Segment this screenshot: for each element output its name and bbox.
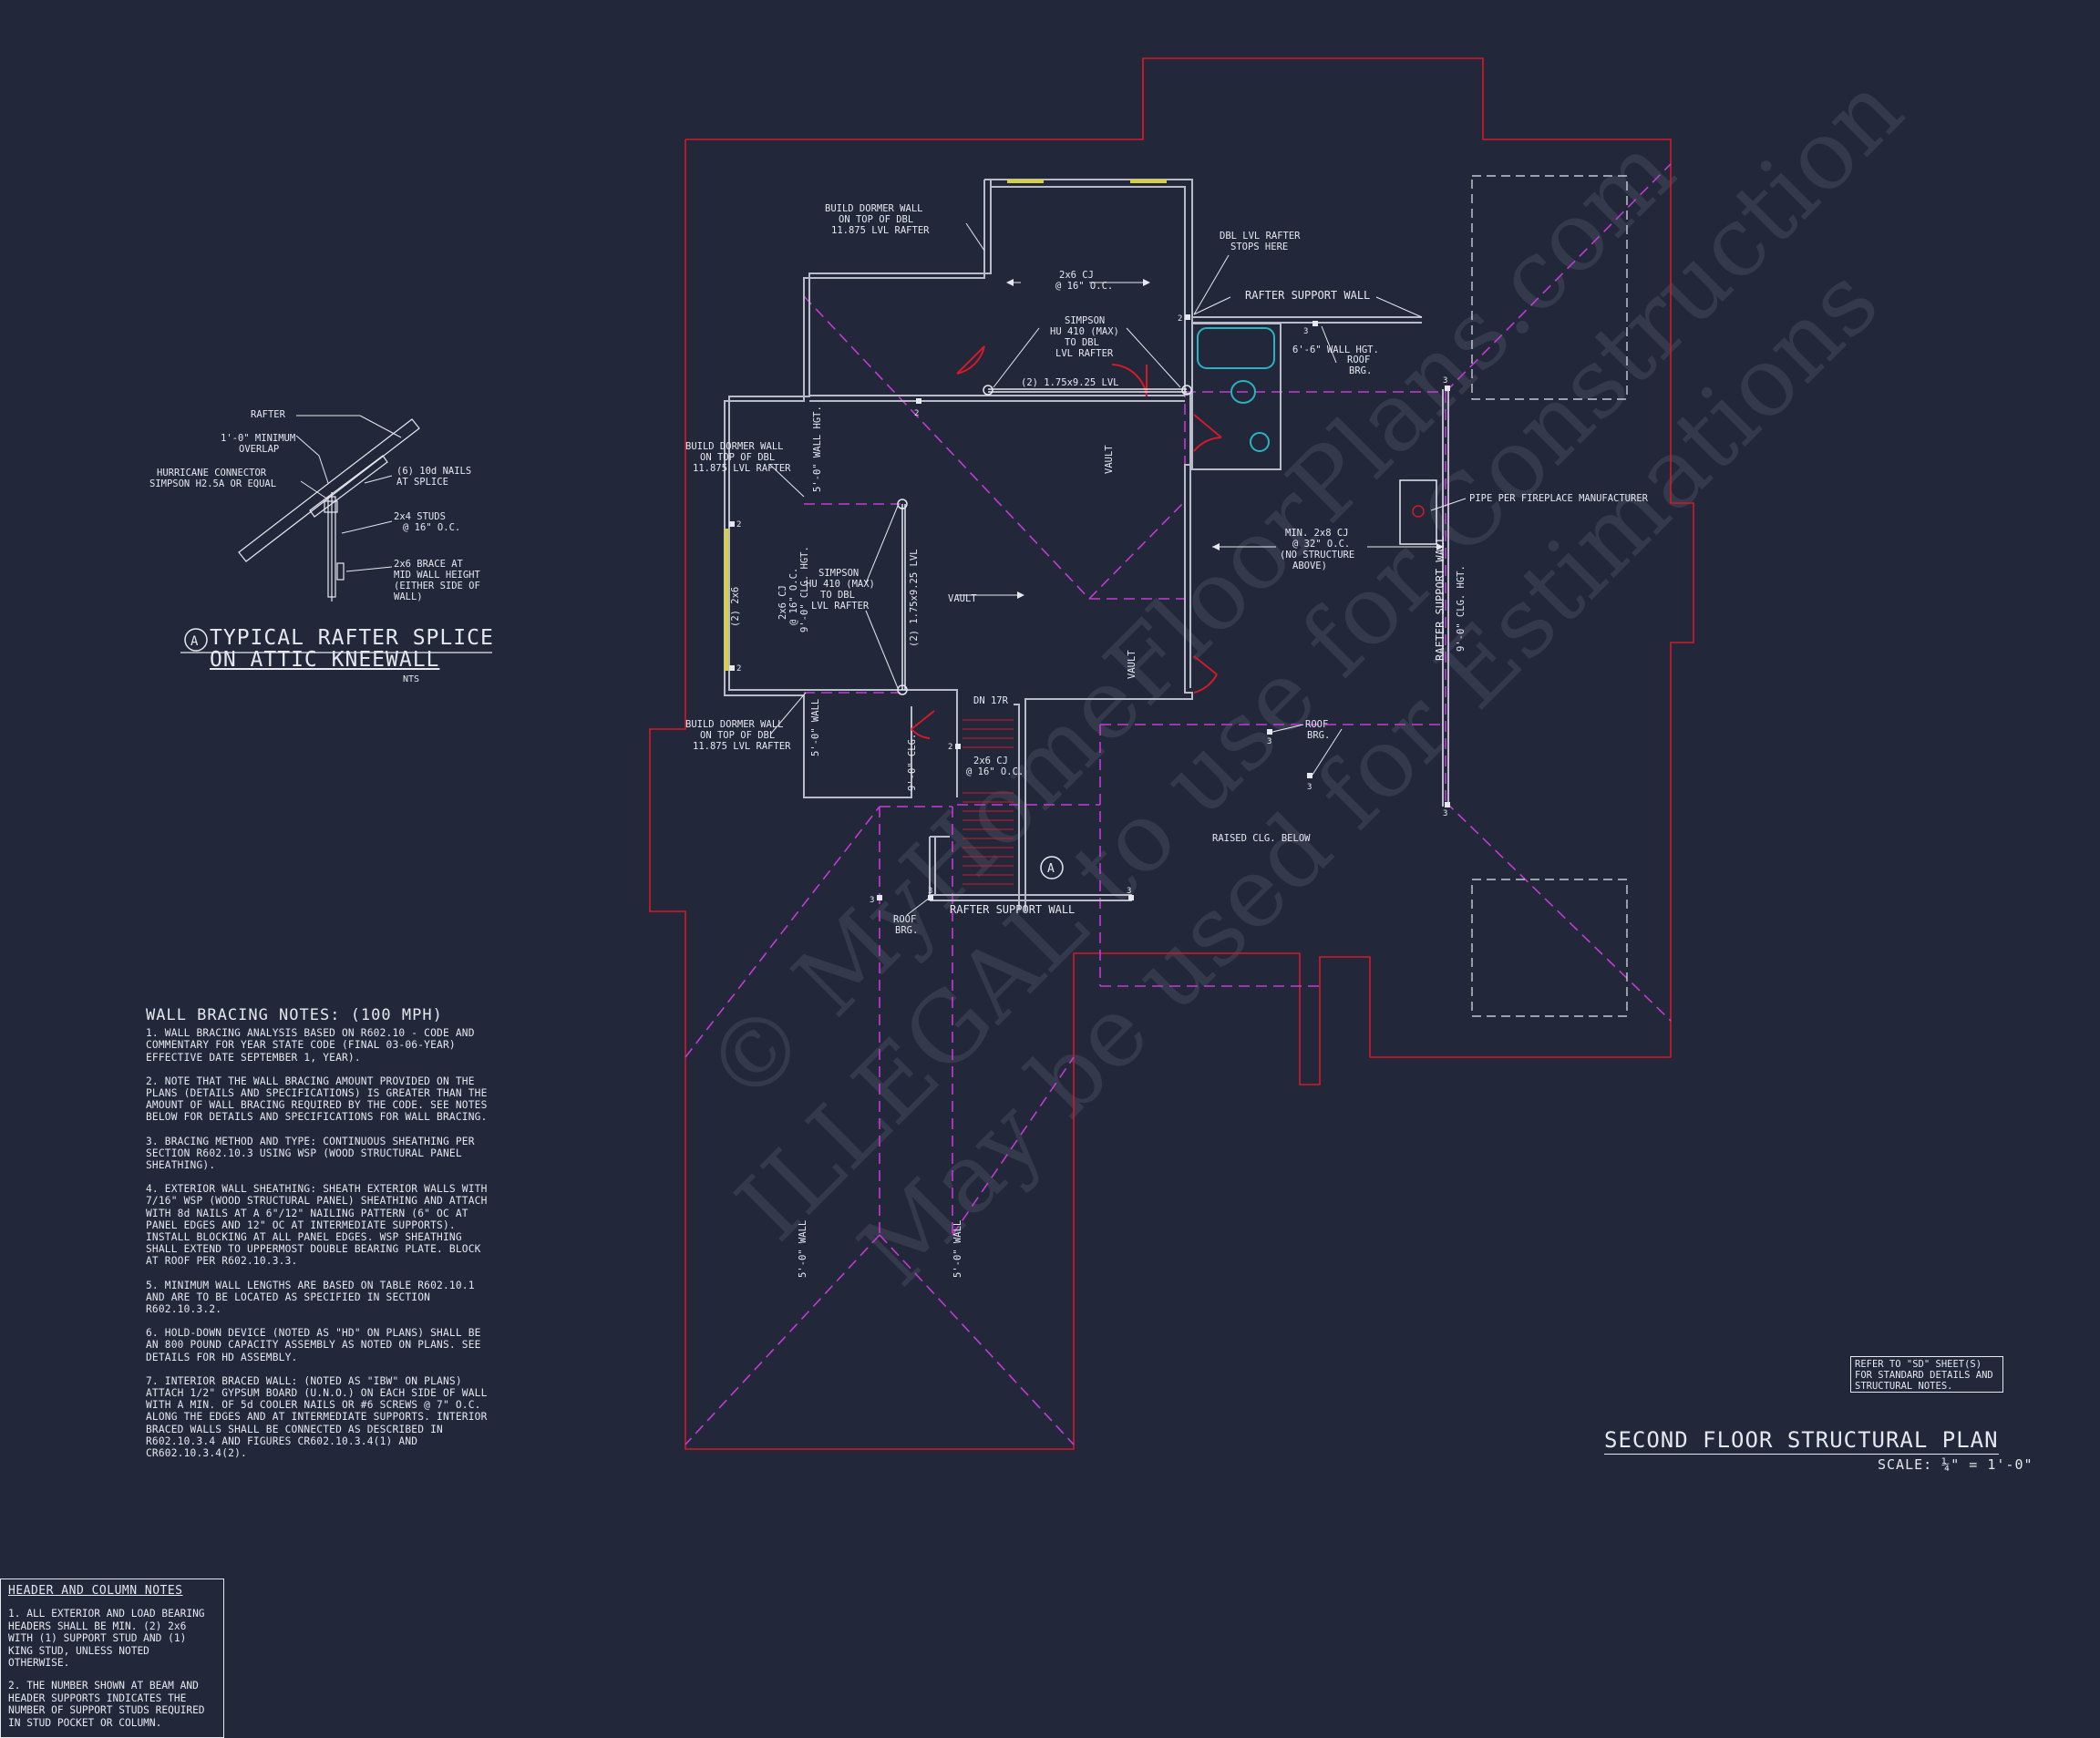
svg-text:3: 3 (870, 896, 874, 905)
rotated-labels: 5'-0" WALL HGT. VAULT VAULT RAFTER SUPPO… (730, 406, 1467, 1278)
flue-pipe-icon (1412, 505, 1425, 518)
svg-text:2: 2 (948, 743, 952, 752)
svg-text:2: 2 (736, 664, 741, 674)
svg-text:3: 3 (928, 887, 932, 896)
wall-bracing-notes: WALL BRACING NOTES: (100 MPH) 1. WALL BR… (146, 1006, 497, 1471)
plan-scale: SCALE: ¼" = 1'-0" (1878, 1456, 2033, 1473)
detail-label-studs: 2x4 STUDS@ 16" O.C. (394, 511, 460, 533)
label-wall-5-0-c: 5'-0" WALL (798, 1220, 808, 1278)
label-rafter-support-top: RAFTER SUPPORT WALL (1245, 289, 1370, 302)
label-wall-5-0-b: 5'-0" WALL (810, 699, 821, 756)
watermark: © MyHomeFloorPlans.com ILLEGAL to use fo… (684, 54, 1924, 1307)
detail-title: TYPICAL RAFTER SPLICE ON ATTIC KNEEWALL (210, 627, 494, 671)
wall-bracing-item: 5. MINIMUM WALL LENGTHS ARE BASED ON TAB… (146, 1279, 475, 1316)
post-markers: 2 2 2 2 2 3 3 3 3 3 3 3 3 (729, 314, 1450, 905)
label-cj-stair: 2x6 CJ@ 16" O.C. (966, 756, 1024, 777)
label-clg-hgt-right: 9'-0" CLG. HGT. (1456, 565, 1467, 652)
stair (962, 719, 1014, 885)
beams (897, 385, 1192, 695)
svg-text:2: 2 (736, 520, 741, 530)
svg-text:3: 3 (1307, 783, 1312, 792)
header-notes-title: HEADER AND COLUMN NOTES (8, 1584, 183, 1598)
label-vault-a: VAULT (948, 593, 977, 604)
label-pipe-fireplace: PIPE PER FIREPLACE MANUFACTURER (1469, 493, 1649, 504)
header-notes-box: HEADER AND COLUMN NOTES 1. ALL EXTERIOR … (0, 1579, 224, 1738)
svg-text:2: 2 (914, 409, 919, 418)
detail-leaders (295, 415, 402, 572)
section-marker-plan-label: A (1047, 862, 1055, 876)
detail-title-line-2: ON ATTIC KNEEWALL (210, 648, 440, 672)
detail-marker: A (180, 628, 492, 653)
wall-bracing-item: 3. BRACING METHOD AND TYPE: CONTINUOUS S… (146, 1135, 475, 1172)
plan-title: SECOND FLOOR STRUCTURAL PLAN (1604, 1427, 1999, 1455)
floor-plan-drawing: © MyHomeFloorPlans.com ILLEGAL to use fo… (149, 54, 1924, 1450)
svg-text:3: 3 (1127, 887, 1131, 896)
section-marker-plan: A (1040, 856, 1064, 879)
windows (725, 180, 1167, 671)
label-clg-9-0: 9'-0" CLG. (907, 734, 918, 791)
header-note-item: 1. ALL EXTERIOR AND LOAD BEARING HEADERS… (8, 1608, 205, 1670)
rafter-splice-detail (238, 418, 420, 602)
wall-bracing-item: 6. HOLD-DOWN DEVICE (NOTED AS "HD" ON PL… (146, 1327, 481, 1363)
header-note-item: 2. THE NUMBER SHOWN AT BEAM AND HEADER S… (8, 1680, 205, 1729)
walls (724, 179, 1449, 911)
arrows (1006, 279, 1444, 599)
svg-text:3: 3 (1443, 809, 1447, 818)
label-rafter-support-bottom: RAFTER SUPPORT WALL (950, 903, 1075, 916)
door-swings (911, 345, 1222, 739)
wall-bracing-item: 2. NOTE THAT THE WALL BRACING AMOUNT PRO… (146, 1075, 488, 1124)
bathtub-icon (1197, 327, 1275, 369)
label-dn-17r: DN 17R (973, 695, 1009, 706)
drawing-sheet: © MyHomeFloorPlans.com ILLEGAL to use fo… (0, 54, 2033, 1738)
label-vault-b: VAULT (1104, 445, 1115, 474)
svg-text:3: 3 (1267, 737, 1271, 746)
label-cj-top: 2x6 CJ@ 16" O.C. (1055, 270, 1113, 292)
wall-bracing-item: 7. INTERIOR BRACED WALL: (NOTED AS "IBW"… (146, 1374, 488, 1460)
roof-outline (649, 57, 1694, 1450)
svg-text:3: 3 (1303, 327, 1308, 336)
label-rafter-support-right: RAFTER SUPPORT WALL (1434, 536, 1446, 661)
attic-dashed-boxes (1471, 175, 1628, 1017)
label-lvl-top: (2) 1.75x9.25 LVL (1021, 377, 1118, 388)
bath-fixtures (1197, 327, 1275, 452)
label-raised-clg: RAISED CLG. BELOW (1212, 833, 1311, 844)
refer-note-box: REFER TO "SD" SHEET(S) FOR STANDARD DETA… (1850, 1356, 2003, 1393)
hip-lines (685, 163, 1672, 1445)
fireplace-icon (1399, 479, 1437, 545)
svg-text:3: 3 (1443, 376, 1447, 386)
wall-bracing-item: 4. EXTERIOR WALL SHEATHING: SHEATH EXTER… (146, 1183, 488, 1268)
wall-bracing-item: 1. WALL BRACING ANALYSIS BASED ON R602.1… (146, 1027, 475, 1064)
svg-text:2: 2 (1178, 314, 1182, 324)
label-hdr-2x6-rot: (2) 2x6 (730, 587, 741, 627)
label-wall-5-0-d: 5'-0" WALL (952, 1220, 963, 1278)
label-cj-left: 2x6 CJ@ 16" O.C.9'-0" CLG. HGT. (777, 546, 810, 632)
detail-label-rafter: RAFTER (251, 409, 286, 420)
label-lvl-left: (2) 1.75x9.25 LVL (909, 550, 920, 647)
wall-bracing-title: WALL BRACING NOTES: (100 MPH) (146, 1006, 443, 1024)
label-wall-hgt-bath: 6'-6" WALL HGT. (1292, 345, 1379, 355)
toilet-icon (1230, 380, 1256, 404)
label-vault-c: VAULT (1127, 650, 1138, 679)
detail-marker-label: A (190, 634, 199, 649)
detail-title-line-1: TYPICAL RAFTER SPLICE (210, 626, 494, 650)
sink-icon (1250, 432, 1270, 452)
detail-nts: NTS (403, 674, 420, 684)
label-wall-5-0-a: 5'-0" WALL HGT. (812, 406, 823, 492)
